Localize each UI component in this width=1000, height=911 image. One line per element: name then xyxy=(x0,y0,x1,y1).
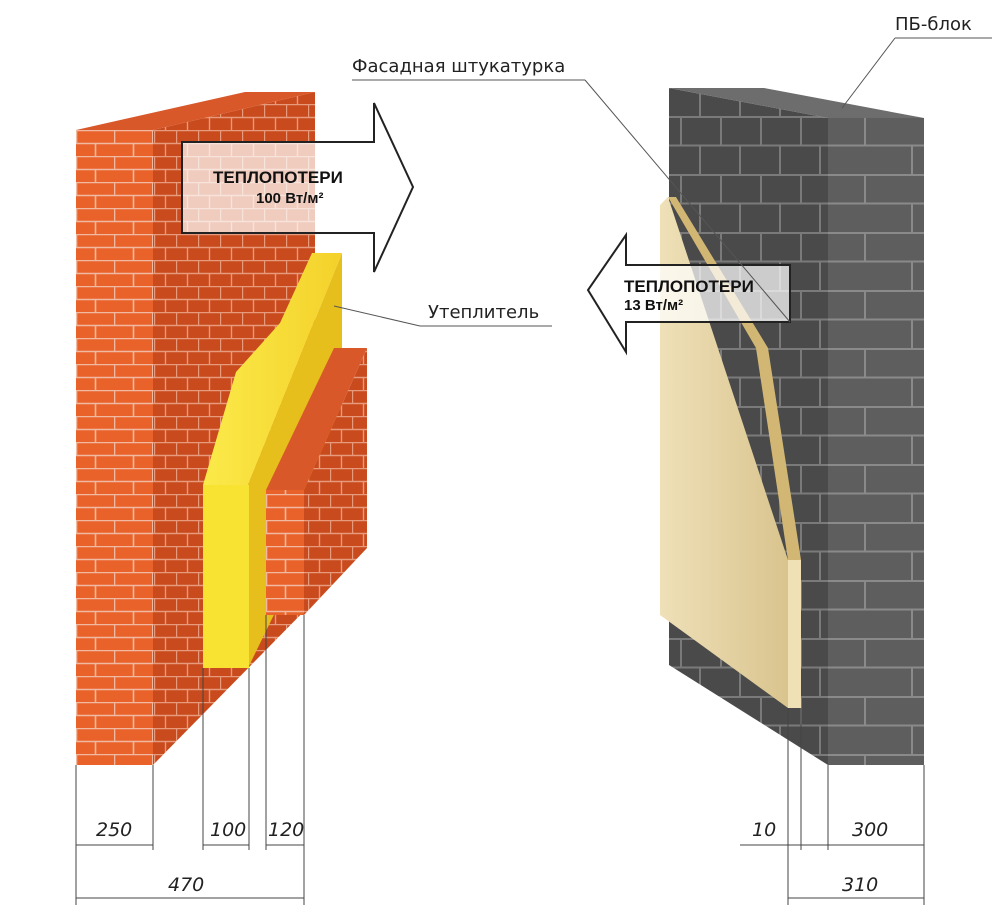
dimensions-right xyxy=(740,708,925,905)
heat-loss-title-right: ТЕПЛОПОТЕРИ xyxy=(624,277,754,296)
dim-left-total: 470 xyxy=(168,874,204,896)
plaster-side xyxy=(660,197,788,708)
inner-brick-side xyxy=(304,348,367,615)
callouts: ПБ-блок Фасадная штукатурка Утеплитель xyxy=(333,14,992,327)
inner-brick-top xyxy=(266,348,367,490)
outer-brick-top xyxy=(76,92,315,130)
insulation-front xyxy=(203,253,342,485)
dim-outer-brick: 250 xyxy=(96,819,132,841)
arrow-outline-left xyxy=(586,231,791,356)
left-wall xyxy=(76,92,367,765)
leader-pb-block-diag xyxy=(841,37,896,109)
dim-inner-brick: 120 xyxy=(268,819,304,841)
outer-brick-front xyxy=(76,130,153,765)
label-insulation: Утеплитель xyxy=(428,302,539,323)
dim-block: 300 xyxy=(852,819,888,841)
block-top xyxy=(669,88,924,118)
dim-right-total: 310 xyxy=(842,874,878,896)
heat-loss-title-left: ТЕПЛОПОТЕРИ xyxy=(213,168,343,187)
heat-loss-value-right: 13 Вт/м² xyxy=(624,297,683,314)
dim-plaster: 10 xyxy=(752,819,776,841)
dimensions-left xyxy=(75,615,305,905)
insulation-face xyxy=(203,485,249,668)
right-wall xyxy=(660,88,924,765)
leader-insulation-diag xyxy=(333,305,421,327)
arrow-outline-right xyxy=(181,102,415,273)
heat-loss-value-left: 100 Вт/м² xyxy=(256,190,323,207)
heat-loss-arrow-right: ТЕПЛОПОТЕРИ 13 Вт/м² xyxy=(586,231,791,356)
label-facade-plaster: Фасадная штукатурка xyxy=(352,56,565,77)
dim-insulation: 100 xyxy=(210,819,246,841)
label-pb-block: ПБ-блок xyxy=(895,14,972,35)
heat-loss-arrow-left: ТЕПЛОПОТЕРИ 100 Вт/м² xyxy=(181,102,415,273)
plaster-edge xyxy=(668,197,801,560)
inner-brick-front xyxy=(266,490,304,615)
leader-plaster-diag xyxy=(584,79,791,323)
plaster-face xyxy=(788,560,801,708)
block-front xyxy=(828,118,924,765)
